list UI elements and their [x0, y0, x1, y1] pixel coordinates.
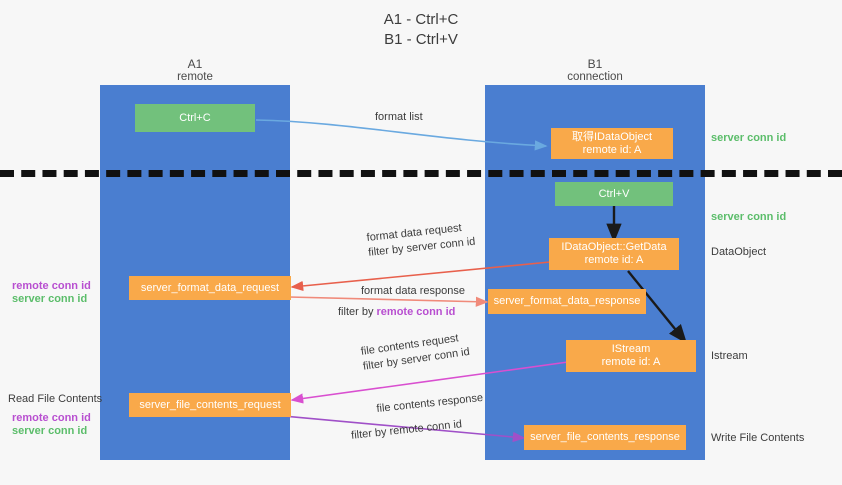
label-right-write-file-contents: Write File Contents: [711, 432, 805, 444]
label-format-data-response-filter: filter by remote conn id: [338, 306, 456, 318]
column-left-role: remote: [177, 71, 213, 83]
box-server-format-data-request[interactable]: server_format_data_request: [129, 276, 291, 300]
box-server-format-data-request-label: server_format_data_request: [140, 281, 280, 294]
label-left-read-file-contents: Read File Contents: [8, 393, 103, 405]
page-title: A1 - Ctrl+C B1 - Ctrl+V: [0, 10, 842, 50]
column-header-left: A1 remote: [100, 58, 290, 84]
label-file-contents-response: file contents response: [375, 391, 484, 416]
box-getdata-line2: remote id: A: [584, 254, 644, 266]
box-idataobject-line2: remote id: A: [582, 143, 642, 156]
box-istream-line1: IStream: [611, 343, 651, 355]
box-getdata-line1: IDataObject::GetData: [561, 241, 667, 253]
box-idataobject[interactable]: 取得IDataObject remote id: A: [551, 128, 673, 159]
label-right-dataobject: DataObject: [711, 246, 767, 258]
box-ctrl-v-label: Ctrl+V: [598, 187, 630, 200]
label-left-remote-conn-id-2: remote conn id: [12, 412, 91, 424]
column-right-role: connection: [567, 71, 623, 83]
box-server-file-contents-response-label: server_file_contents_response: [530, 431, 680, 443]
title-line-2: B1 - Ctrl+V: [384, 31, 458, 48]
label-format-list: format list: [375, 111, 423, 123]
label-right-server-conn-id-mid: server conn id: [711, 211, 787, 223]
label-file-contents-response-group: file contents response filter by remote …: [348, 391, 486, 444]
phase-divider: [0, 170, 842, 177]
label-format-data-response: format data response: [361, 285, 465, 297]
box-server-format-data-response-label: server_format_data_response: [493, 295, 641, 307]
box-getdata[interactable]: IDataObject::GetData remote id: A: [549, 238, 679, 270]
label-file-contents-request-group: file contents request filter by server c…: [360, 330, 471, 375]
box-istream-line2: remote id: A: [601, 356, 661, 368]
column-left-name: A1: [187, 57, 203, 71]
box-server-file-contents-response[interactable]: server_file_contents_response: [524, 425, 686, 450]
box-istream[interactable]: IStream remote id: A: [566, 340, 696, 372]
column-right-name: B1: [587, 57, 603, 71]
label-right-istream: Istream: [711, 350, 748, 362]
label-format-data-request-group: format data request filter by server con…: [366, 220, 476, 261]
box-ctrl-v[interactable]: Ctrl+V: [555, 182, 673, 206]
box-server-format-data-response[interactable]: server_format_data_response: [488, 289, 646, 314]
label-left-server-conn-id-1: server conn id: [12, 293, 88, 305]
box-server-file-contents-request-label: server_file_contents_request: [139, 398, 281, 411]
title-line-1: A1 - Ctrl+C: [383, 11, 459, 28]
label-file-contents-response-filter: filter by remote conn id: [350, 418, 463, 442]
box-ctrl-c[interactable]: Ctrl+C: [135, 104, 255, 132]
column-header-right: B1 connection: [485, 58, 705, 84]
label-filter-remote-conn-id-2: remote conn id: [388, 418, 463, 438]
label-left-remote-conn-id-1: remote conn id: [12, 280, 91, 292]
box-ctrl-c-label: Ctrl+C: [179, 111, 211, 124]
box-server-file-contents-request[interactable]: server_file_contents_request: [129, 393, 291, 417]
label-left-server-conn-id-2: server conn id: [12, 425, 88, 437]
box-idataobject-line1: 取得IDataObject: [571, 130, 653, 143]
label-right-server-conn-id-top: server conn id: [711, 132, 787, 144]
label-filter-remote-conn-id-1: remote conn id: [376, 306, 456, 318]
